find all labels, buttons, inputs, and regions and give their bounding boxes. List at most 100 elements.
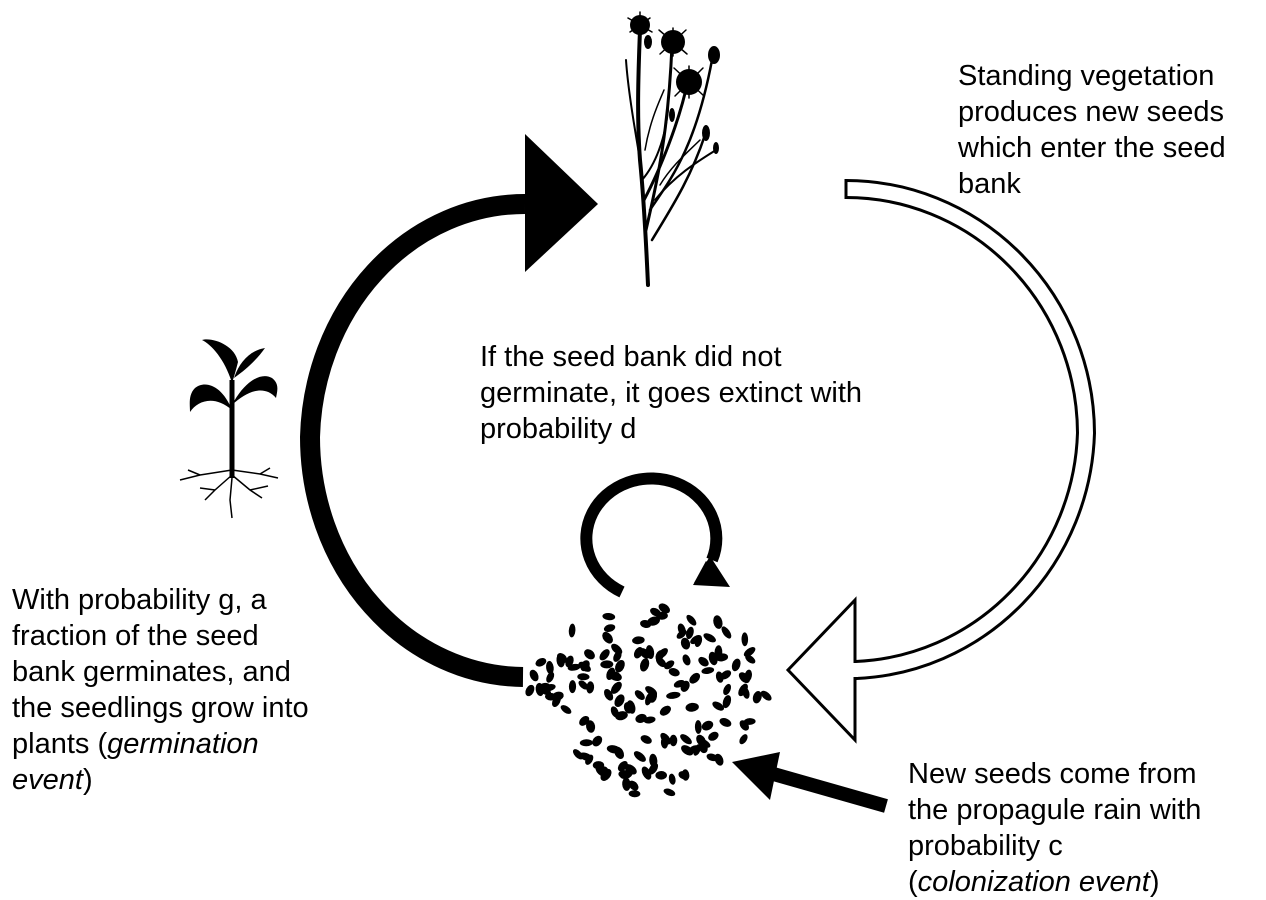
seed — [568, 623, 576, 638]
seed — [632, 636, 645, 645]
seed — [614, 694, 625, 707]
seed — [622, 768, 634, 780]
seed — [680, 637, 691, 650]
seed — [608, 671, 622, 681]
label-line: which enter the seed — [958, 132, 1226, 164]
seed — [635, 713, 647, 723]
label-line: fraction of the seed — [12, 620, 259, 652]
label-line: probability c — [908, 830, 1063, 862]
label-line: bank germinates, and — [12, 656, 291, 688]
seed — [708, 731, 719, 741]
seed — [600, 660, 614, 669]
germination-arrow — [299, 134, 598, 687]
seed — [602, 612, 616, 621]
seed — [697, 738, 711, 748]
seed — [604, 688, 614, 701]
seed — [694, 635, 703, 648]
label-text: ) — [1149, 866, 1160, 898]
seed — [592, 735, 603, 747]
seed — [645, 692, 653, 706]
label-line: produces new seeds — [958, 96, 1224, 128]
seed — [731, 658, 741, 672]
seed — [680, 680, 690, 692]
label-line: bank — [958, 168, 1021, 200]
label-text: plants ( — [12, 728, 108, 760]
label-text: ) — [82, 764, 93, 796]
seed — [586, 720, 596, 733]
seed — [745, 654, 756, 664]
seed — [557, 653, 568, 663]
label-line: (colonization event) — [908, 864, 1201, 900]
seed — [685, 702, 699, 712]
seed — [645, 645, 655, 660]
seed — [682, 654, 691, 666]
label-line: germinate, it goes extinct with — [480, 377, 863, 409]
label-line: the propagule rain with — [908, 794, 1202, 826]
label-italic-text: colonization event — [917, 866, 1150, 898]
seed — [722, 695, 732, 709]
seed — [681, 745, 694, 756]
seed — [613, 650, 622, 662]
seed — [645, 686, 658, 696]
label-italic-text: germination — [107, 728, 259, 760]
seed-bank-icon — [525, 603, 772, 798]
seed — [698, 656, 709, 667]
seed — [657, 648, 668, 659]
seed — [741, 632, 749, 647]
seed — [579, 739, 593, 747]
seed — [568, 680, 577, 694]
seed — [535, 657, 547, 667]
seed — [668, 668, 680, 677]
seed — [706, 753, 718, 762]
seed — [656, 611, 668, 620]
seed — [546, 660, 554, 675]
seed — [760, 690, 772, 701]
seed — [738, 672, 750, 684]
seed — [586, 681, 595, 694]
seed — [660, 732, 671, 745]
seed — [742, 687, 750, 699]
colonization-arrow — [732, 752, 888, 813]
seed — [623, 702, 633, 714]
seed — [669, 734, 678, 747]
seed — [622, 777, 631, 791]
colonization-label: New seeds come from the propagule rain w… — [908, 756, 1201, 900]
seed — [551, 695, 561, 707]
seed — [713, 615, 723, 629]
seed — [680, 734, 692, 745]
seed — [752, 691, 762, 704]
label-line: With probability g, a — [12, 584, 267, 616]
seed — [639, 658, 650, 672]
seed — [701, 667, 715, 675]
seed — [708, 651, 718, 666]
seedling-icon — [179, 339, 279, 519]
seed — [678, 771, 690, 780]
seed — [640, 735, 652, 744]
flowering-plant-icon — [625, 11, 720, 287]
seed — [628, 780, 639, 791]
seed — [720, 670, 732, 680]
seed — [525, 684, 535, 697]
label-text: ( — [908, 866, 918, 898]
label-line: probability d — [480, 413, 637, 445]
seed — [640, 620, 652, 628]
seed — [739, 734, 748, 745]
label-line: If the seed bank did not — [480, 341, 782, 373]
seed — [538, 686, 552, 696]
seed — [610, 681, 622, 694]
seed — [602, 631, 613, 644]
label-line: the seedlings grow into — [12, 692, 309, 724]
seed — [578, 680, 589, 690]
seed — [565, 655, 574, 668]
seed — [686, 614, 697, 626]
seed — [743, 646, 756, 657]
seed — [614, 659, 625, 673]
seed — [658, 603, 670, 614]
seed — [703, 633, 716, 643]
seed — [666, 691, 681, 699]
seed — [633, 751, 646, 762]
seed — [578, 661, 591, 672]
seed — [701, 720, 714, 731]
seed — [723, 683, 732, 696]
